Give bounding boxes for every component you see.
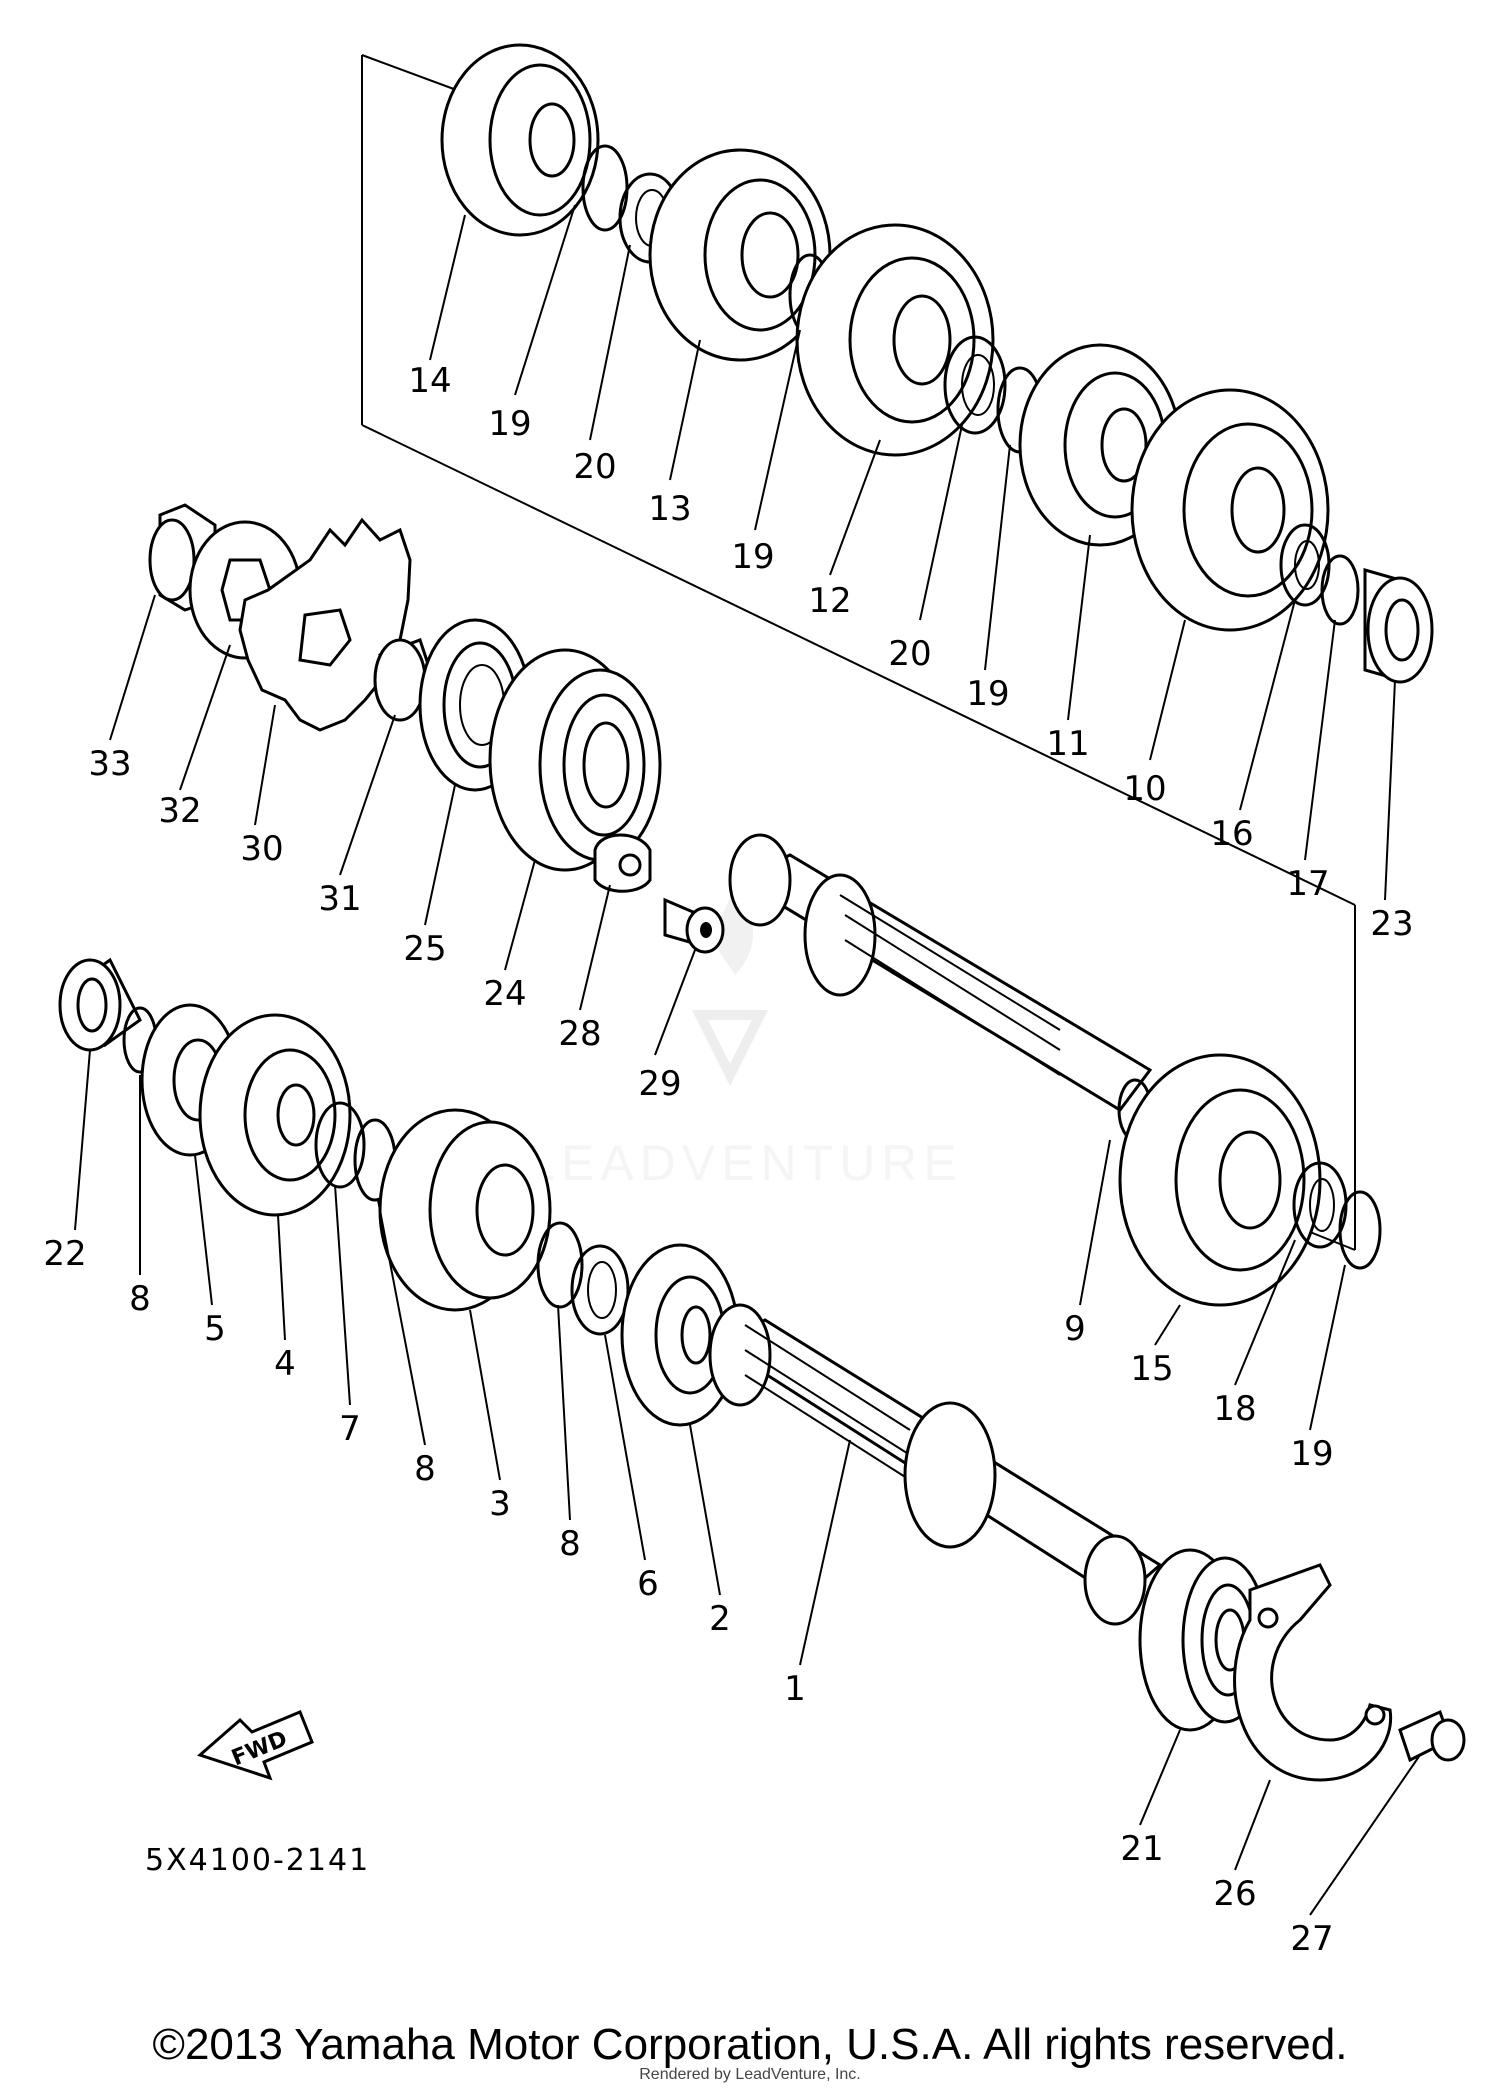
part-number-labels: 14 19 20 13 19 12 20 19 11 10 16 17 23 3… bbox=[43, 361, 1413, 1959]
screw-29 bbox=[663, 897, 725, 954]
label-14: 14 bbox=[408, 361, 451, 401]
label-19: 19 bbox=[731, 537, 774, 577]
label-6: 6 bbox=[637, 1564, 659, 1604]
washer-20b bbox=[943, 335, 1007, 435]
washer-7 bbox=[314, 1101, 366, 1189]
label-22: 22 bbox=[43, 1234, 86, 1274]
diagram-code: 5X4100-2141 bbox=[145, 1843, 370, 1878]
label-4: 4 bbox=[274, 1344, 296, 1384]
sprocket-30 bbox=[238, 517, 412, 732]
copyright-notice: ©2013 Yamaha Motor Corporation, U.S.A. A… bbox=[152, 2020, 1348, 2069]
gear-12 bbox=[795, 223, 995, 457]
label-33: 33 bbox=[88, 744, 131, 784]
drive-axle bbox=[728, 833, 1153, 1112]
label-28: 28 bbox=[558, 1014, 601, 1054]
gear-2 bbox=[620, 1243, 740, 1427]
label-15: 15 bbox=[1130, 1349, 1173, 1389]
label-31: 31 bbox=[318, 879, 361, 919]
gear-10 bbox=[1130, 388, 1330, 632]
label-24: 24 bbox=[483, 974, 526, 1014]
label-23: 23 bbox=[1370, 904, 1413, 944]
label-13: 13 bbox=[648, 489, 691, 529]
label-27: 27 bbox=[1290, 1919, 1333, 1959]
bearing-retainer-26 bbox=[1233, 1563, 1393, 1782]
label-20: 20 bbox=[573, 447, 616, 487]
label-17: 17 bbox=[1286, 864, 1329, 904]
gear-14 bbox=[440, 43, 600, 237]
label-9: 9 bbox=[1064, 1309, 1086, 1349]
leader-lines bbox=[74, 204, 1421, 1916]
bearing-22 bbox=[58, 957, 142, 1052]
watermark-logo: LEADVENTURE bbox=[527, 880, 963, 1191]
bearing-23 bbox=[1363, 568, 1434, 684]
watermark-text: LEADVENTURE bbox=[527, 1135, 963, 1191]
label-12: 12 bbox=[808, 581, 851, 621]
label-2: 2 bbox=[709, 1599, 731, 1639]
label-16: 16 bbox=[1210, 814, 1253, 854]
washer-6 bbox=[570, 1244, 630, 1336]
label-19: 19 bbox=[488, 404, 531, 444]
label-19: 19 bbox=[1290, 1434, 1333, 1474]
label-1: 1 bbox=[784, 1669, 806, 1709]
label-21: 21 bbox=[1120, 1829, 1163, 1869]
label-25: 25 bbox=[403, 929, 446, 969]
label-10: 10 bbox=[1123, 769, 1166, 809]
rendered-by-note: Rendered by LeadVenture, Inc. bbox=[639, 2066, 861, 2083]
label-29: 29 bbox=[638, 1064, 681, 1104]
label-19: 19 bbox=[966, 674, 1009, 714]
label-20: 20 bbox=[888, 634, 931, 674]
retainer-28 bbox=[593, 833, 652, 893]
main-axle-1 bbox=[708, 1303, 1163, 1626]
circlip-19d bbox=[1338, 1190, 1382, 1270]
label-8: 8 bbox=[414, 1449, 436, 1489]
gear-13 bbox=[648, 148, 832, 362]
bearing-24 bbox=[488, 648, 662, 872]
label-18: 18 bbox=[1213, 1389, 1256, 1429]
circlip-8c bbox=[536, 1221, 584, 1309]
label-11: 11 bbox=[1046, 724, 1089, 764]
label-3: 3 bbox=[489, 1484, 511, 1524]
label-8: 8 bbox=[559, 1524, 581, 1564]
gear-3 bbox=[378, 1108, 552, 1312]
fwd-arrow-icon: FWD bbox=[197, 1710, 314, 1781]
label-30: 30 bbox=[240, 829, 283, 869]
label-32: 32 bbox=[158, 791, 201, 831]
label-7: 7 bbox=[339, 1409, 361, 1449]
gear-4 bbox=[198, 1013, 352, 1217]
label-8: 8 bbox=[129, 1279, 151, 1319]
screw-27 bbox=[1398, 1709, 1466, 1763]
circlip-17 bbox=[1320, 554, 1360, 626]
gear-15 bbox=[1118, 1053, 1322, 1307]
label-26: 26 bbox=[1213, 1874, 1256, 1914]
label-5: 5 bbox=[204, 1309, 226, 1349]
